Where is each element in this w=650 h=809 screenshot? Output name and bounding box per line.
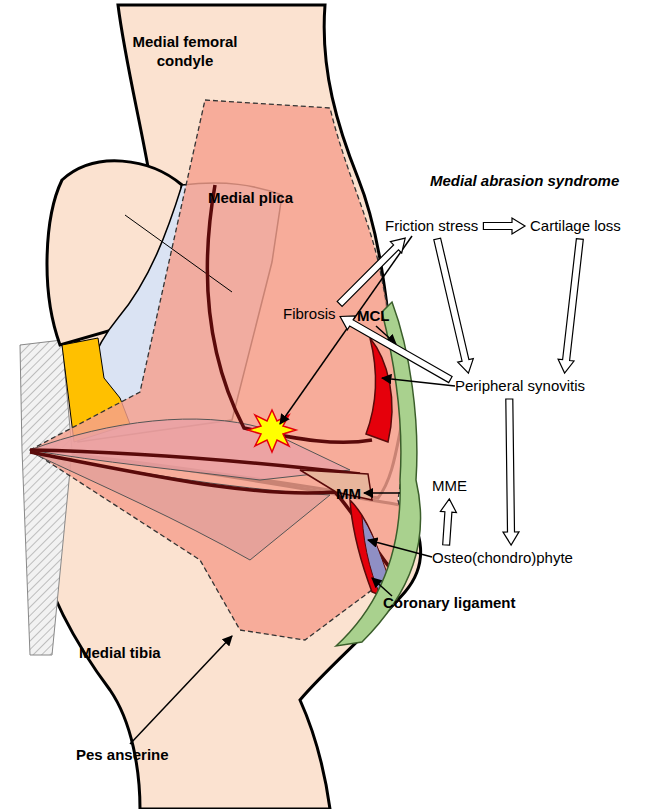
flow-text: Fibrosis [283,305,336,323]
part-label: Medial tibia [79,643,161,662]
part-label: Medial plica [208,188,293,207]
tibial-plateau-line [30,452,402,582]
hollow-arrow [483,218,525,234]
hollow-arrow [440,499,456,545]
friction-star [248,410,296,452]
part-label: Coronary ligament [383,593,516,612]
hollow-arrow [340,316,452,383]
leader-line [372,578,392,596]
plica-outline [207,185,372,442]
part-label: MM [336,484,361,503]
flow-text: Peripheral synovitis [455,377,585,395]
leader-line [368,540,432,557]
hollow-arrow [434,238,474,373]
flow-text: Friction stress [385,217,478,235]
part-label: Pes anserine [76,745,169,764]
patellar-tendon [20,340,72,655]
hollow-arrow [337,238,405,306]
flow-term: Fibrosis [281,304,338,324]
flow-text: MME [432,477,467,495]
flow-text: Osteo(chondro)phyte [432,549,573,567]
groove-line [125,215,232,292]
part-label: Medial femoral condyle [120,32,250,70]
flow-term: Friction stress [383,216,480,236]
flow-term: Osteo(chondro)phyte [430,548,575,568]
hollow-arrow [503,399,519,545]
leader-line [382,378,455,386]
flow-term: Peripheral synovitis [453,376,587,396]
leader-line [376,326,396,344]
hollow-arrow [558,239,583,373]
synovitis-region [366,338,392,442]
leader-line [364,492,400,494]
flow-text: Cartilage loss [530,217,621,235]
synovium-area [30,100,412,640]
flow-term: MME [430,476,469,496]
diagram-title: Medial abrasion syndrome [430,172,619,190]
part-label: MCL [357,306,390,325]
leader-line [280,236,412,424]
flow-term: Cartilage loss [528,216,623,236]
fold-shade [30,452,330,560]
